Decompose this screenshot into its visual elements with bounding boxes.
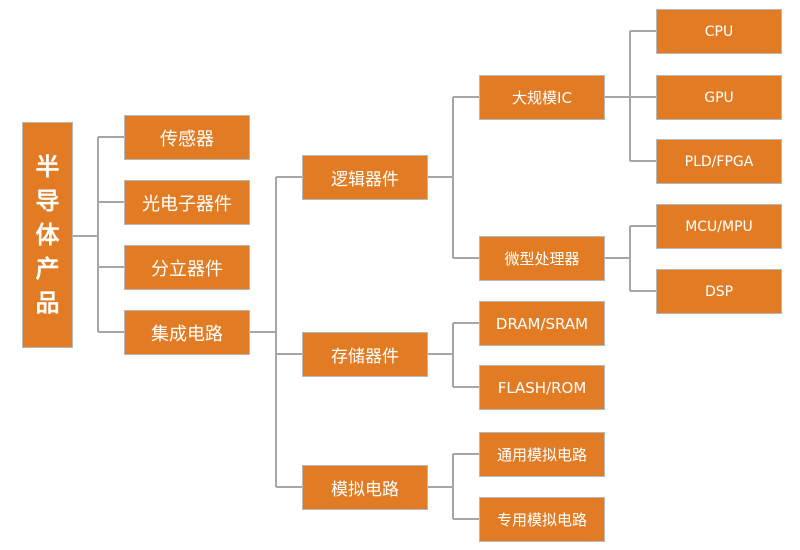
node-general-analog-label: 通用模拟电路: [496, 446, 587, 464]
node-integrated-circuits: 集成电路: [124, 310, 250, 355]
node-cpu: CPU: [656, 9, 782, 54]
node-memory-devices-label: 存储器件: [331, 347, 399, 367]
node-microprocessor-label: 微型处理器: [504, 250, 580, 268]
node-microprocessor: 微型处理器: [479, 236, 605, 281]
node-analog-circuits: 模拟电路: [302, 465, 428, 510]
node-specific-analog-label: 专用模拟电路: [496, 511, 587, 529]
node-discrete-devices: 分立器件: [124, 245, 250, 290]
node-analog-circuits-label: 模拟电路: [331, 480, 399, 500]
node-discrete-devices-label: 分立器件: [151, 258, 223, 280]
node-large-scale-ic: 大规模IC: [479, 75, 605, 120]
node-flash-rom-label: FLASH/ROM: [497, 378, 587, 397]
node-large-scale-ic-label: 大规模IC: [512, 89, 572, 107]
node-dsp: DSP: [656, 269, 782, 314]
node-memory-devices: 存储器件: [302, 332, 428, 377]
node-flash-rom: FLASH/ROM: [479, 365, 605, 410]
node-cpu-label: CPU: [704, 23, 734, 40]
node-sensors: 传感器: [124, 115, 250, 160]
node-gpu-label: GPU: [704, 89, 734, 106]
node-root-label: 半导体产品: [35, 153, 60, 317]
node-gpu: GPU: [656, 75, 782, 120]
node-integrated-circuits-label: 集成电路: [151, 323, 223, 345]
node-optoelectronics-label: 光电子器件: [142, 193, 232, 215]
node-specific-analog: 专用模拟电路: [479, 497, 605, 542]
node-general-analog: 通用模拟电路: [479, 432, 605, 477]
node-mcu-mpu: MCU/MPU: [656, 204, 782, 249]
node-sensors-label: 传感器: [160, 128, 214, 150]
node-pld-fpga-label: PLD/FPGA: [684, 153, 754, 170]
node-mcu-mpu-label: MCU/MPU: [685, 218, 753, 235]
node-dram-sram-label: DRAM/SRAM: [495, 314, 589, 333]
node-optoelectronics: 光电子器件: [124, 180, 250, 225]
node-pld-fpga: PLD/FPGA: [656, 139, 782, 184]
node-logic-devices: 逻辑器件: [302, 155, 428, 200]
node-logic-devices-label: 逻辑器件: [331, 170, 399, 190]
node-dram-sram: DRAM/SRAM: [479, 301, 605, 346]
node-root: 半导体产品: [22, 122, 73, 348]
node-dsp-label: DSP: [704, 283, 734, 300]
